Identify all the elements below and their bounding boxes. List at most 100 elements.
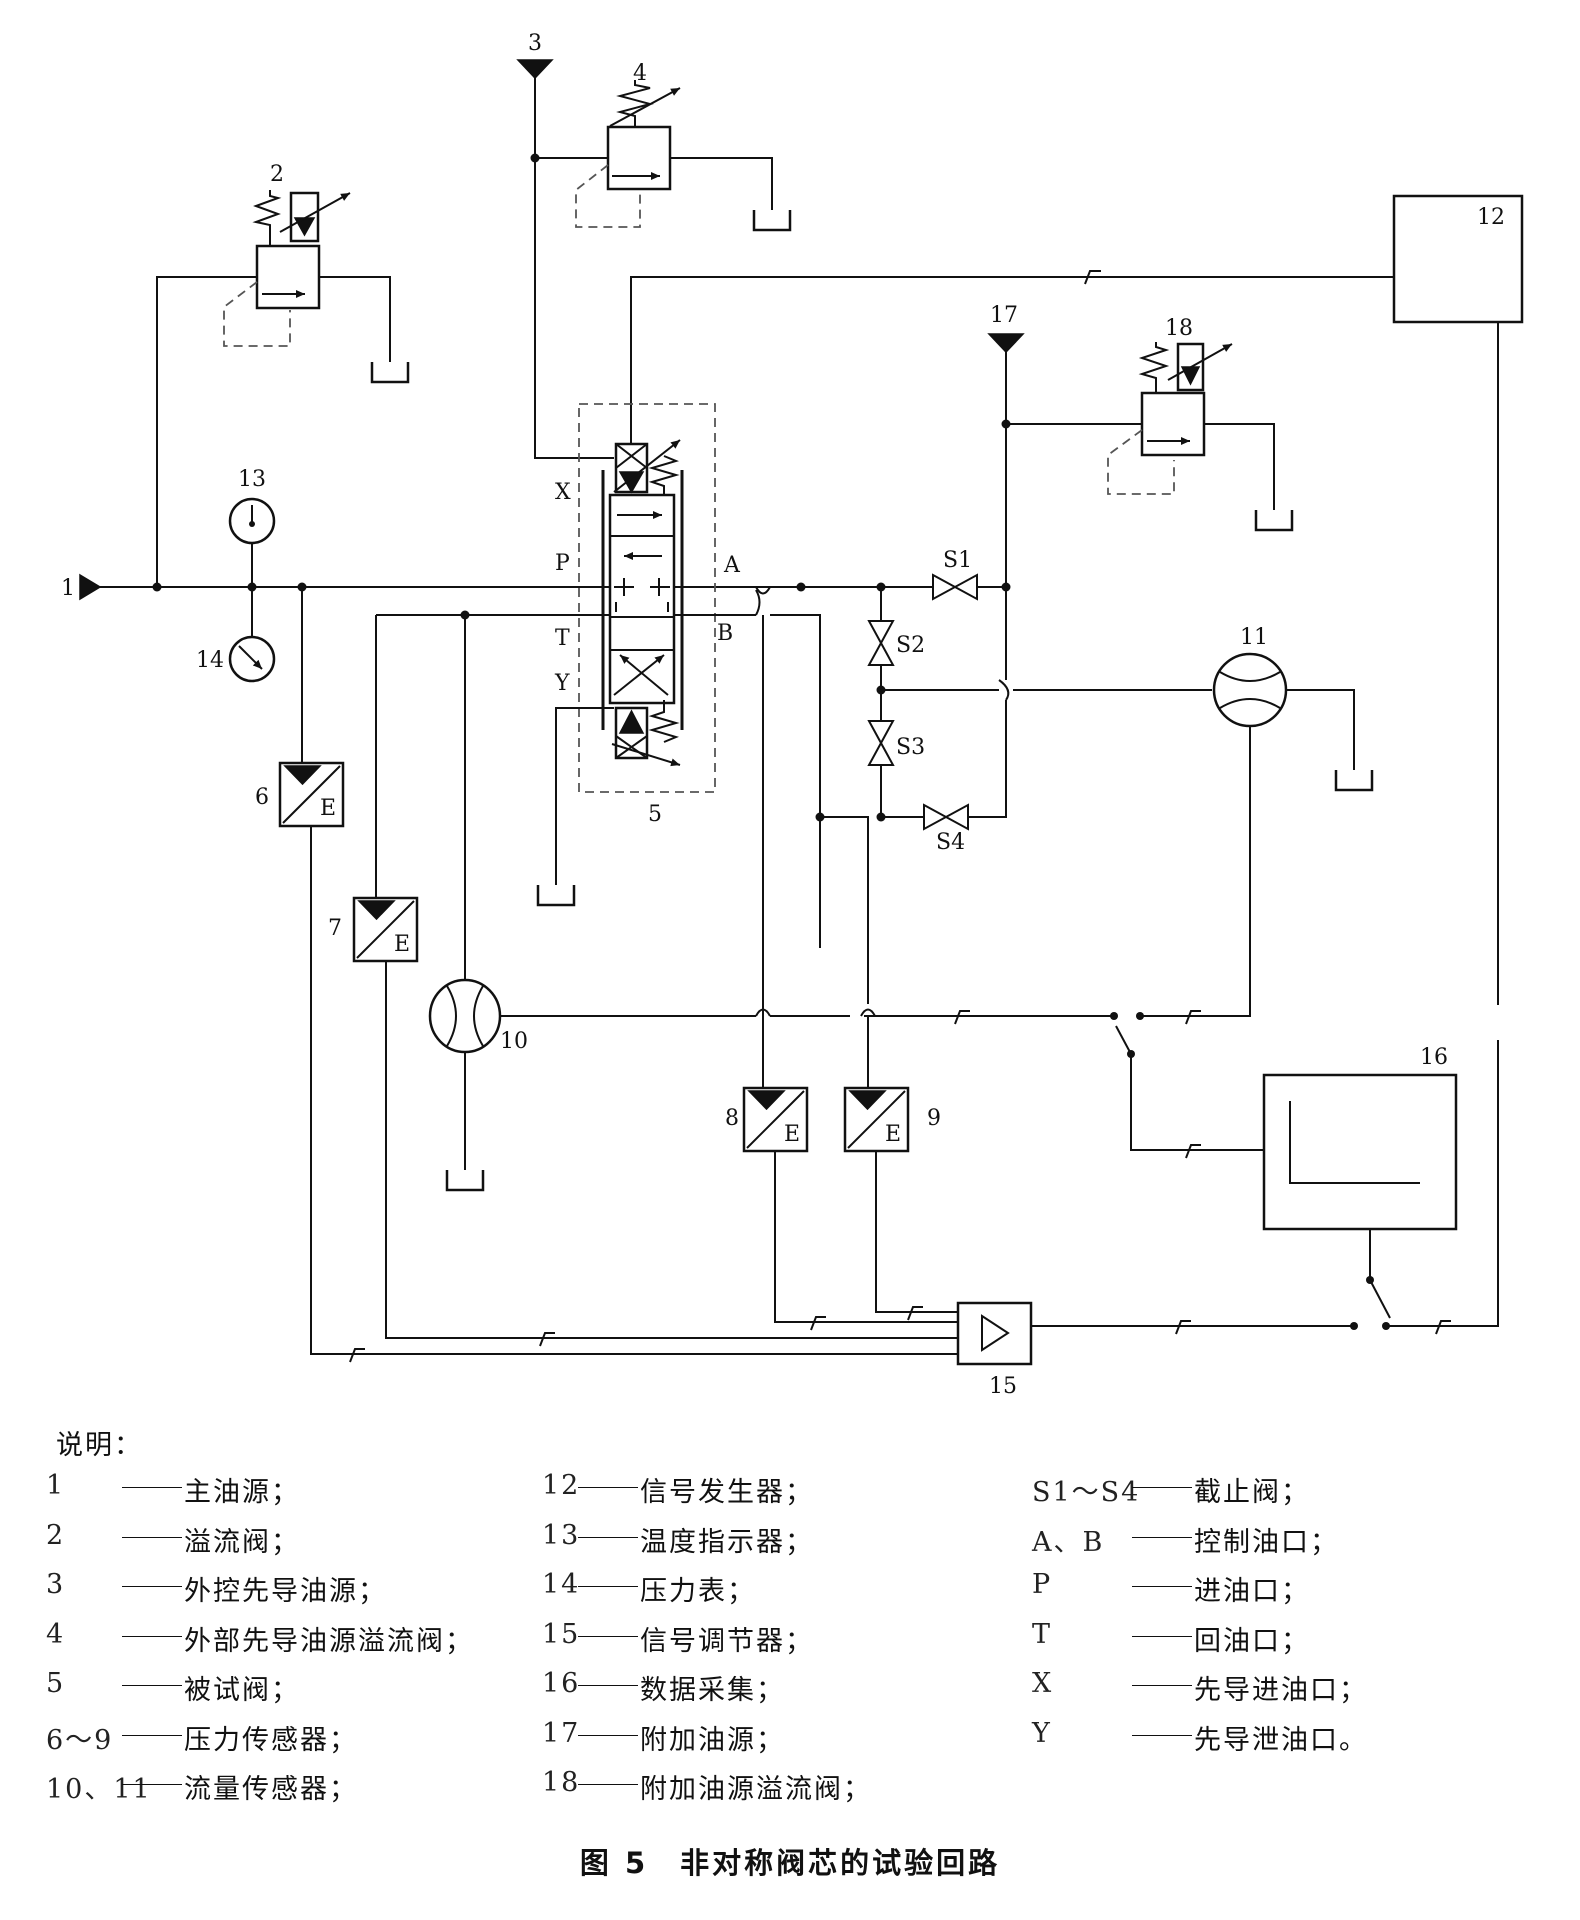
legend-row: 5 被试阀； (46, 1668, 474, 1718)
legend-row: A、B 控制油口； (1032, 1520, 1368, 1570)
legend-desc: 信号发生器； (640, 1477, 814, 1508)
sensor-e-8: E (784, 1122, 800, 1147)
legend-desc: 流量传感器； (184, 1774, 358, 1805)
legend-desc: 信号调节器； (640, 1625, 814, 1657)
legend-code: T (1032, 1618, 1053, 1650)
legend-desc: 先导进油口； (1194, 1675, 1368, 1706)
sensor-e-9: E (885, 1122, 901, 1147)
pressure-sensor-7: E 7 (328, 896, 958, 1339)
relief-valve-4: 4 (535, 61, 792, 232)
legend-title: 说明： (56, 1430, 143, 1461)
signal-generator-12: 12 (630, 194, 1524, 1327)
legend-code: 15 (542, 1618, 581, 1650)
legend-desc: 回油口； (1194, 1625, 1310, 1657)
legend-code: 2 (46, 1519, 66, 1551)
line-a-crossings (755, 586, 771, 1090)
label-15: 15 (989, 1374, 1017, 1399)
legend-desc: 温度指示器； (640, 1526, 814, 1558)
legend-desc: 被试阀； (184, 1675, 300, 1706)
label-13: 13 (238, 467, 266, 492)
pressure-sensor-9: E 9 (843, 1086, 958, 1321)
shutoff-valve-s2: S2 (868, 587, 925, 695)
label-2: 2 (270, 162, 284, 187)
legend-desc: 控制油口； (1194, 1526, 1339, 1558)
pressure-sensor-6: E 6 (255, 587, 958, 1355)
label-5: 5 (648, 802, 662, 827)
pressure-sensor-8: E 8 (725, 1086, 958, 1331)
legend-row: 10、11 流量传感器； (46, 1767, 474, 1817)
label-11: 11 (1240, 625, 1268, 650)
label-14: 14 (196, 648, 224, 673)
legend-code: P (1032, 1569, 1053, 1600)
label-6: 6 (255, 785, 269, 810)
shutoff-valve-s4: S4 (881, 700, 1007, 855)
return-line-b (375, 610, 821, 948)
legend-code: 14 (542, 1569, 581, 1600)
label-T: T (555, 626, 570, 651)
legend-row: 15 信号调节器； (542, 1619, 872, 1669)
legend-desc: 附加油源溢流阀； (640, 1774, 872, 1805)
legend-desc: 数据采集； (640, 1675, 785, 1706)
flow-sensor-10: 10 (428, 615, 1114, 1192)
signal-conditioner-15: 15 (349, 1301, 1451, 1399)
legend-desc: 外部先导油源溢流阀； (184, 1625, 474, 1657)
legend-row: 18 附加油源溢流阀； (542, 1767, 872, 1817)
label-S3: S3 (896, 735, 925, 760)
label-X: X (555, 480, 571, 505)
label-16: 16 (1420, 1045, 1448, 1070)
legend-code: 4 (46, 1618, 66, 1650)
label-17: 17 (990, 303, 1018, 328)
label-P: P (555, 551, 570, 576)
legend-code: 5 (46, 1668, 66, 1699)
legend-row: 6～9 压力传感器； (46, 1718, 474, 1768)
figure-caption: 图 5 非对称阀芯的试验回路 (579, 1846, 1001, 1880)
legend-desc: 进油口； (1194, 1576, 1310, 1607)
legend-desc: 先导泄油口。 (1194, 1724, 1368, 1756)
label-S2: S2 (896, 633, 925, 658)
legend-code: X (1032, 1668, 1054, 1699)
legend-row: 16 数据采集； (542, 1668, 872, 1718)
pilot-source-3: 3 (516, 31, 614, 459)
hydraulic-test-circuit-diagram: 1 2 3 4 12 (61, 31, 1524, 1399)
legend-code: 6～9 (46, 1724, 114, 1756)
additional-source-17: 17 (987, 303, 1025, 701)
legend-code: 3 (46, 1569, 66, 1600)
label-12: 12 (1477, 205, 1505, 230)
label-10: 10 (500, 1029, 528, 1054)
label-9: 9 (927, 1106, 941, 1131)
label-A: A (723, 553, 741, 578)
temperature-indicator-13: 13 (228, 467, 276, 587)
flow-sensor-11: 11 (881, 625, 1374, 1025)
sensor-e-6: E (320, 796, 336, 821)
label-8: 8 (725, 1106, 739, 1131)
label-S1: S1 (943, 548, 972, 573)
legend-code: Y (1032, 1717, 1052, 1749)
data-acquisition-16: 16 (1262, 1045, 1458, 1319)
legend-desc: 压力表； (640, 1576, 756, 1607)
legend-desc: 压力传感器； (184, 1724, 358, 1756)
label-7: 7 (328, 916, 342, 941)
sensor-e-7: E (394, 932, 410, 957)
legend-code: 17 (542, 1717, 581, 1749)
legend-row: X 先导进油口； (1032, 1668, 1368, 1718)
legend-desc: 截止阀； (1194, 1477, 1310, 1508)
legend-desc: 主油源； (184, 1477, 300, 1508)
legend-desc: 溢流阀； (184, 1526, 300, 1558)
label-4: 4 (633, 61, 647, 86)
label-18: 18 (1165, 316, 1193, 341)
legend-code: 18 (542, 1767, 581, 1798)
label-B: B (717, 621, 733, 646)
legend-row: 4 外部先导油源溢流阀； (46, 1619, 474, 1669)
legend-code: 10、11 (46, 1774, 152, 1805)
legend-code: A、B (1032, 1526, 1105, 1558)
legend-code: 16 (542, 1668, 581, 1699)
pressure-gauge-14: 14 (196, 587, 276, 683)
legend-code: 13 (542, 1519, 581, 1551)
label-Y: Y (554, 671, 570, 696)
